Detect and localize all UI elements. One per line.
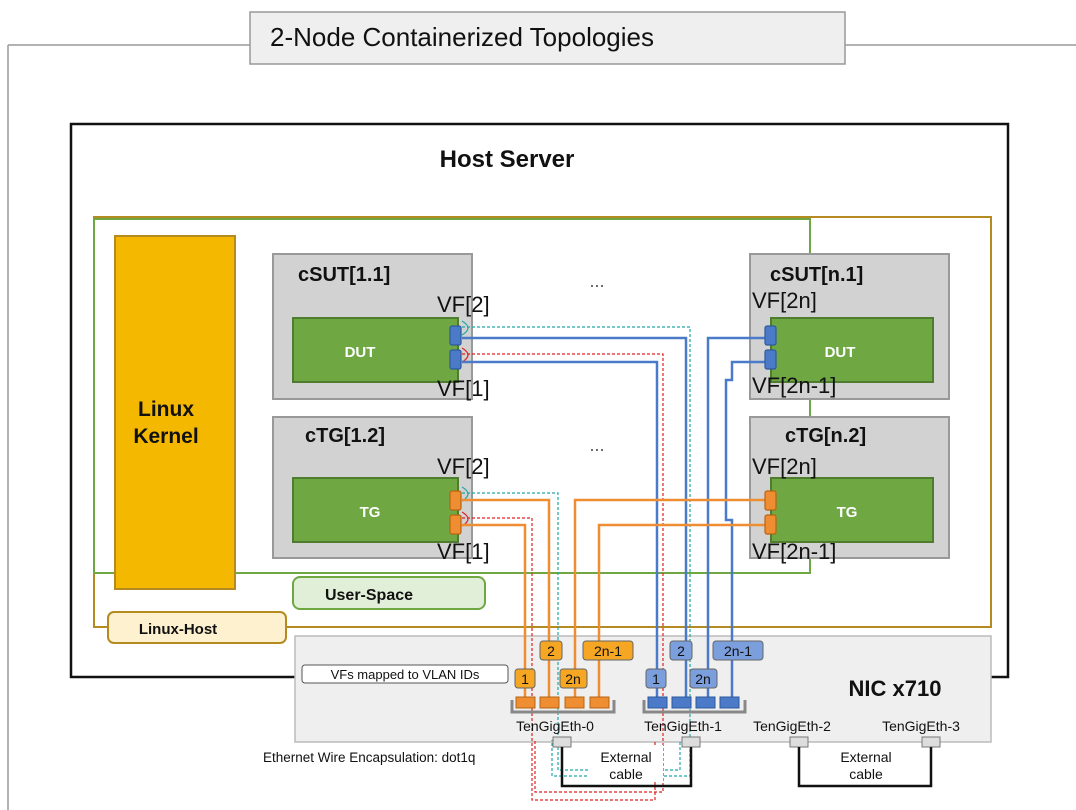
- ellipsis-top: ...: [589, 271, 604, 291]
- vlan-tag-blue-2n-1: 2n-1: [724, 643, 752, 659]
- vf-label-csut1-bottom: VF[1]: [437, 376, 490, 401]
- ellipsis-bottom: ...: [589, 435, 604, 455]
- vlan-tags: [514, 640, 764, 689]
- external-cable-2-line1: External: [840, 749, 891, 765]
- vlan-tag-orange-2n-1: 2n-1: [594, 643, 622, 659]
- vf-label-ctg1-top: VF[2]: [437, 454, 490, 479]
- user-space-label: User-Space: [325, 587, 413, 604]
- vf-label-csutn-bottom: VF[2n-1]: [752, 373, 836, 398]
- vf-label-csutn-top: VF[2n]: [752, 288, 817, 313]
- user-space-tag: [292, 576, 486, 610]
- dut-left-box: [292, 317, 459, 383]
- external-cable-bg-1: [588, 745, 663, 781]
- vlan-tag-blue-2: 2: [677, 643, 685, 659]
- ctg-1-label: cTG[1.2]: [305, 425, 385, 447]
- vf-ports: [449, 325, 777, 535]
- linux-host-label: Linux-Host: [139, 621, 217, 638]
- encapsulation-label: Ethernet Wire Encapsulation: dot1q: [263, 750, 475, 765]
- csut-1-label: cSUT[1.1]: [298, 264, 390, 286]
- vf-label-ctg1-bottom: VF[1]: [437, 539, 490, 564]
- tg-left-label: TG: [360, 504, 381, 521]
- external-cable-1-line2: cable: [609, 766, 643, 782]
- vlan-tag-blue-1: 1: [652, 671, 660, 687]
- vlan-tag-orange-1: 1: [521, 671, 529, 687]
- linux-host-tag: [107, 611, 287, 644]
- vlan-tag-orange-2n: 2n: [565, 671, 581, 687]
- external-cable-2-line2: cable: [849, 766, 883, 782]
- tg-right-label: TG: [837, 504, 858, 521]
- nic-box: [294, 635, 992, 743]
- external-cables: [560, 747, 933, 788]
- nic-vf-squares: [515, 696, 740, 709]
- vlan-tag-orange-2: 2: [547, 643, 555, 659]
- vf-vlan-note-box: [301, 664, 509, 684]
- vf-label-ctgn-top: VF[2n]: [752, 454, 817, 479]
- port-brackets: [510, 700, 747, 714]
- vf-label-ctgn-bottom: VF[2n-1]: [752, 539, 836, 564]
- external-cable-1-line1: External: [600, 749, 651, 765]
- port-label-3: TenGigEth-3: [882, 718, 960, 734]
- title-box: [249, 11, 846, 65]
- page-title: 2-Node Containerized Topologies: [270, 22, 654, 52]
- nic-label: NIC x710: [849, 676, 942, 701]
- port-label-1: TenGigEth-1: [644, 718, 722, 734]
- outer-frame: [7, 44, 1076, 810]
- port-label-0: TenGigEth-0: [516, 718, 594, 734]
- dut-right-label: DUT: [825, 344, 856, 361]
- port-label-2: TenGigEth-2: [753, 718, 831, 734]
- linux-kernel-box: [114, 235, 236, 590]
- blue-connections: [462, 336, 774, 701]
- tg-right-box: [770, 477, 934, 543]
- dut-left-label: DUT: [345, 344, 376, 361]
- vf-vlan-note: VFs mapped to VLAN IDs: [331, 667, 480, 682]
- linux-kernel-line2: Kernel: [133, 425, 198, 448]
- ctg-n-label: cTG[n.2]: [785, 425, 866, 447]
- csut-n-label: cSUT[n.1]: [770, 264, 863, 286]
- vlan-tag-blue-2n: 2n: [695, 671, 711, 687]
- host-server-label: Host Server: [440, 146, 575, 173]
- tg-left-box: [292, 477, 459, 543]
- linux-kernel-line1: Linux: [138, 398, 194, 421]
- vf-label-csut1-top: VF[2]: [437, 292, 490, 317]
